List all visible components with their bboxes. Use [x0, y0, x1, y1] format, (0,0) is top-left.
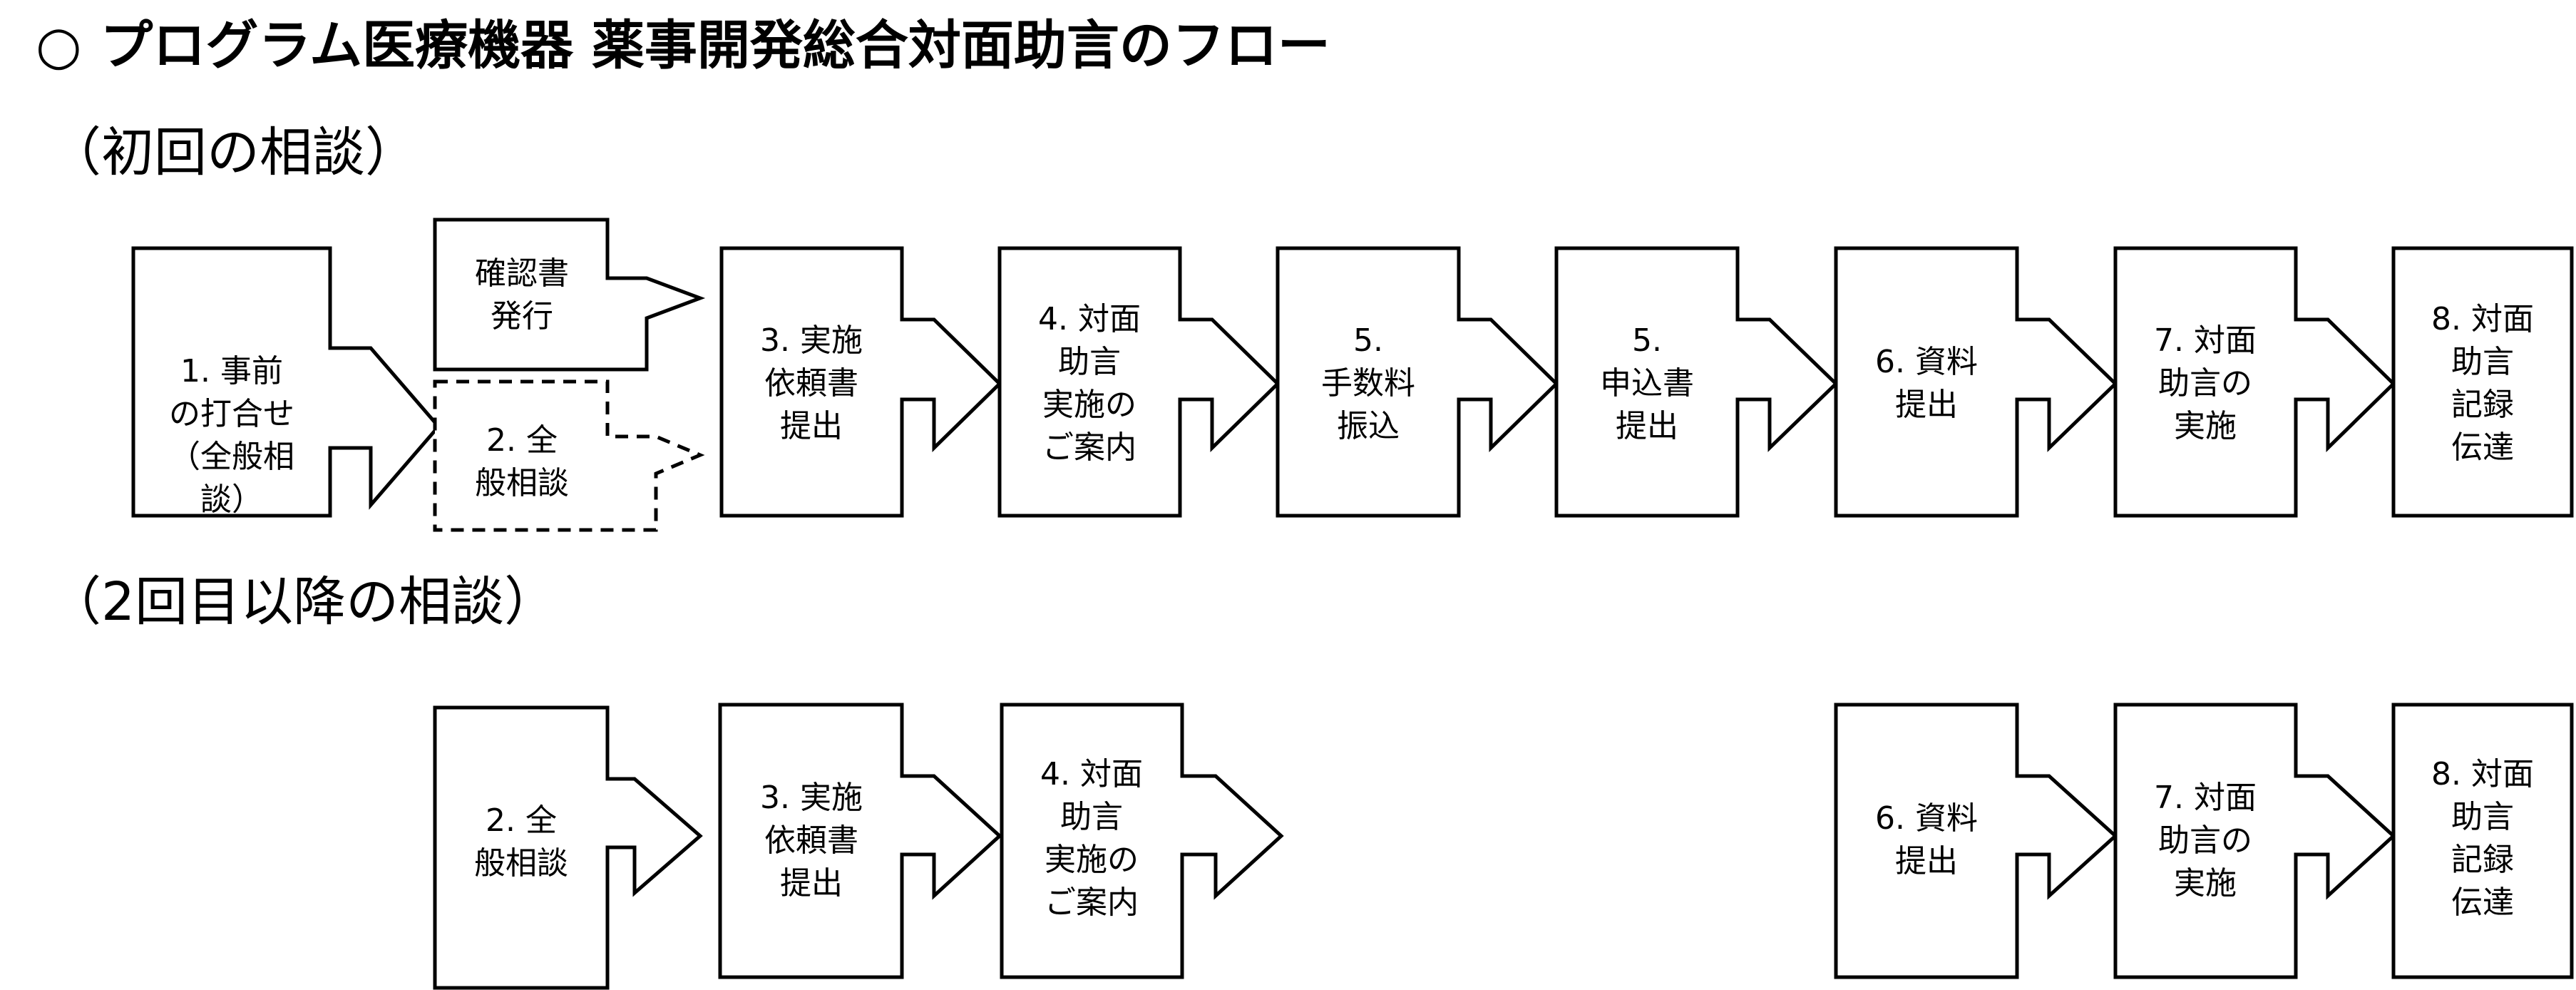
flow-node-label-line: 伝達 — [2451, 429, 2514, 466]
flow-node-label-line: 助言の — [2158, 822, 2252, 859]
flow-node-f4-shape — [997, 246, 1281, 518]
flow-node-f5b-shape — [1554, 246, 1839, 518]
flow-node-label-line: 助言 — [1058, 344, 1121, 380]
flow-node-label-line: 般相談 — [475, 465, 569, 501]
flow-node-label-line: 提出 — [780, 865, 843, 902]
flow-node-label-line: の打合せ — [169, 396, 294, 432]
flow-node-label-line: ご案内 — [1045, 884, 1139, 921]
flow-node-label-line: 振込 — [1337, 408, 1400, 444]
flow-node-f3-label: 3. 実施依頼書提出 — [760, 322, 863, 444]
flow-node-label-line: 実施 — [2174, 865, 2237, 902]
flow-node-label-line: 提出 — [780, 408, 843, 444]
flow-node-s3-shape — [718, 703, 1002, 979]
flow-node-label-line: 4. 対面 — [1040, 756, 1143, 792]
flow-node-label-line: 記録 — [2451, 842, 2514, 878]
flow-node-f8-shape — [2391, 246, 2574, 518]
flow-node-label-line: 5. — [1632, 322, 1662, 359]
flow-node-s7-label: 7. 対面助言の実施 — [2154, 780, 2257, 902]
flow-node-f1-label: 1. 事前の打合せ （全般相談） — [169, 353, 294, 518]
flow-node-fB-shape — [433, 379, 705, 532]
flow-node-label-line: 手数料 — [1321, 365, 1415, 402]
flow-node-label-line: 記録 — [2451, 387, 2514, 423]
flow-node-f1-shape — [131, 246, 441, 518]
flow-node-label-line: 5. — [1353, 322, 1383, 359]
flow-node-label-line: 実施の — [1042, 387, 1136, 423]
flow-node-f7-label: 7. 対面助言の実施 — [2154, 322, 2257, 444]
flow-node-fA-label: 確認書発行 — [475, 255, 569, 335]
flow-node-fB-label: 2. 全般相談 — [475, 422, 569, 501]
flow-node-f5a-shape — [1276, 246, 1559, 518]
flow-node-s4-label: 4. 対面助言実施のご案内 — [1040, 756, 1143, 921]
section-heading-repeat-consultation: （2回目以降の相談） — [48, 571, 558, 633]
flow-node-label-line: 2. 全 — [486, 422, 558, 459]
flow-node-f6-label: 6. 資料提出 — [1875, 344, 1978, 423]
flow-node-label-line: 2. 全 — [486, 802, 557, 839]
page-title: ○ プログラム医療機器 薬事開発総合対面助言のフロー — [36, 15, 1330, 76]
flow-node-label-line: 提出 — [1895, 387, 1958, 423]
flow-node-f6-shape — [1834, 246, 2118, 518]
flow-node-f5b-label: 5. 申込書提出 — [1600, 322, 1694, 444]
flow-node-label-line: ご案内 — [1042, 429, 1136, 466]
flow-node-label-line: 7. 対面 — [2154, 780, 2257, 816]
flow-node-s2-label: 2. 全般相談 — [474, 802, 568, 882]
flow-node-label-line: 1. 事前 — [180, 353, 283, 389]
flow-node-label-line: 助言の — [2158, 365, 2252, 402]
flow-node-s8-label: 8. 対面助言記録伝達 — [2431, 756, 2534, 921]
flow-node-s8-shape — [2391, 703, 2574, 979]
flow-node-f8-label: 8. 対面助言記録伝達 — [2431, 301, 2534, 466]
flow-node-label-line: 助言 — [2451, 799, 2514, 835]
flow-node-s6-label: 6. 資料提出 — [1875, 800, 1978, 879]
flow-node-label-line: 8. 対面 — [2431, 301, 2534, 337]
flow-node-s3-label: 3. 実施依頼書提出 — [760, 780, 863, 902]
flow-node-label-line: 依頼書 — [764, 822, 858, 859]
flow-node-label-line: 般相談 — [474, 845, 568, 882]
flow-node-label-line: 3. 実施 — [760, 780, 863, 816]
flow-node-label-line: 6. 資料 — [1875, 344, 1978, 380]
flow-node-label-line: 提出 — [1616, 408, 1678, 444]
flow-node-label-line: 実施 — [2174, 408, 2237, 444]
flow-node-label-line: 談） — [200, 481, 263, 518]
flow-node-label-line: 3. 実施 — [760, 322, 863, 359]
flow-node-label-line: 依頼書 — [764, 365, 858, 402]
flow-node-fA-shape — [433, 218, 706, 372]
flow-node-label-line: 4. 対面 — [1038, 301, 1141, 337]
flow-node-label-line: 実施の — [1045, 842, 1139, 878]
flow-node-f4-label: 4. 対面助言実施のご案内 — [1038, 301, 1141, 466]
flow-node-label-line: 助言 — [1060, 799, 1123, 835]
flow-node-s2-shape — [433, 705, 703, 990]
flow-node-label-line: 6. 資料 — [1875, 800, 1978, 837]
flow-node-label-line: 確認書 — [475, 255, 569, 292]
flow-node-s6-shape — [1834, 703, 2118, 979]
flow-node-label-line: 伝達 — [2451, 884, 2514, 921]
flow-node-label-line: 8. 対面 — [2431, 756, 2534, 792]
flow-node-f7-shape — [2113, 246, 2396, 518]
flow-node-label-line: 7. 対面 — [2154, 322, 2257, 359]
flow-node-label-line: （全般相 — [169, 439, 294, 475]
flow-node-f5a-label: 5. 手数料振込 — [1321, 322, 1415, 444]
flow-node-label-line: 助言 — [2451, 344, 2514, 380]
flow-node-label-line: 提出 — [1895, 843, 1958, 879]
section-heading-first-consultation: （初回の相談） — [48, 122, 418, 183]
flow-node-s4-shape — [1000, 703, 1284, 979]
flow-node-label-line: 申込書 — [1600, 365, 1694, 402]
flow-node-f3-shape — [719, 246, 1002, 518]
flow-node-s7-shape — [2113, 703, 2396, 979]
flow-node-label-line: 発行 — [491, 298, 553, 335]
